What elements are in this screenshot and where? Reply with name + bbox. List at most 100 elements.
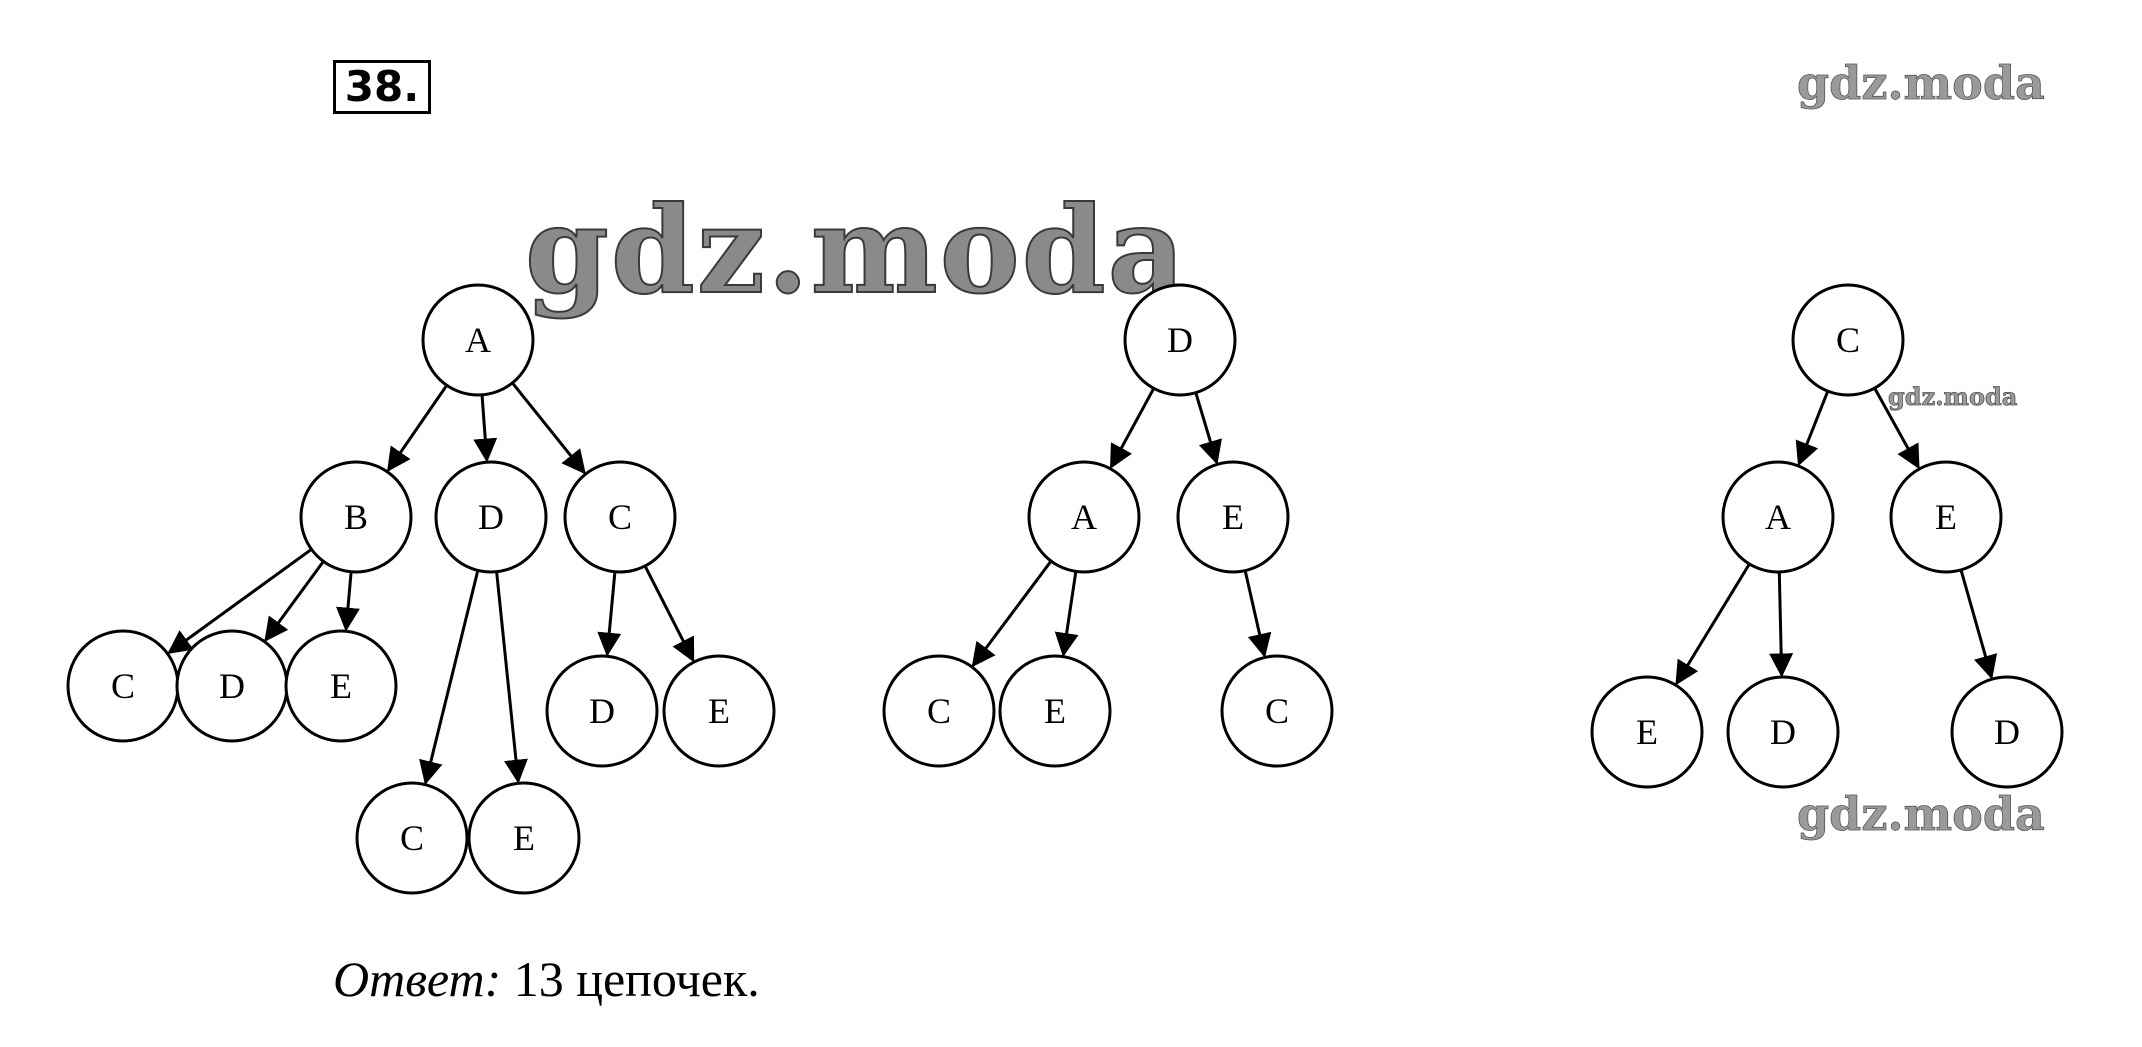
tree-node: D — [545, 654, 659, 768]
tree-node: D — [1726, 675, 1840, 789]
node-label: E — [1935, 497, 1957, 537]
tree-node: E — [662, 654, 776, 768]
node-label: E — [1222, 497, 1244, 537]
node-label: D — [219, 666, 245, 706]
arrow-edge — [264, 560, 325, 642]
node-circle — [299, 460, 413, 574]
node-circle — [434, 460, 548, 574]
problem-number: 38. — [333, 60, 431, 114]
arrow-edge — [419, 570, 480, 785]
arrow-edge — [1795, 390, 1830, 467]
watermark-logo-top-right: gdz.moda — [1797, 56, 2045, 110]
watermark-logo-small: gdz.moda — [1888, 382, 2017, 411]
node-label: D — [478, 497, 504, 537]
node-circle — [1123, 283, 1237, 397]
node-label: A — [1765, 497, 1791, 537]
arrow-edge — [1769, 571, 1794, 678]
node-circle — [467, 781, 581, 895]
tree-node: C — [563, 460, 677, 574]
node-circle — [662, 654, 776, 768]
node-circle — [882, 654, 996, 768]
tree-node: D — [175, 629, 289, 743]
node-label: C — [1836, 320, 1860, 360]
node-circle — [563, 460, 677, 574]
node-label: E — [1636, 712, 1658, 752]
tree-node: A — [1027, 460, 1141, 574]
node-circle — [1889, 460, 2003, 574]
tree-node: E — [998, 654, 1112, 768]
tree-node: D — [434, 460, 548, 574]
arrow-edge — [1109, 387, 1156, 470]
node-label: D — [589, 691, 615, 731]
tree-node: C — [355, 781, 469, 895]
node-label: E — [513, 818, 535, 858]
node-label: C — [608, 497, 632, 537]
node-circle — [1220, 654, 1334, 768]
answer-line: Ответ: 13 цепочек. — [333, 950, 760, 1008]
arrow-edge — [597, 571, 622, 657]
tree-node: D — [1950, 675, 2064, 789]
node-label: C — [111, 666, 135, 706]
arrow-edge — [511, 381, 586, 475]
node-label: C — [400, 818, 424, 858]
arrow-edge — [386, 384, 449, 473]
answer-label: Ответ: — [333, 951, 502, 1007]
node-label: D — [1770, 712, 1796, 752]
answer-text: 13 цепочек. — [513, 951, 760, 1007]
tree-node: A — [1721, 460, 1835, 574]
arrow-edge — [1243, 570, 1272, 658]
watermark-logo-large: gdz.moda — [525, 180, 1187, 321]
watermark-logo-bottom-right: gdz.moda — [1797, 787, 2045, 841]
node-label: E — [708, 691, 730, 731]
arrow-edge — [1054, 571, 1079, 657]
tree-node: E — [1889, 460, 2003, 574]
arrow-edge — [167, 548, 313, 654]
tree-node: E — [467, 781, 581, 895]
node-circle — [1950, 675, 2064, 789]
tree-d: D A E C E C — [882, 283, 1334, 768]
node-circle — [1721, 460, 1835, 574]
tree-node: C — [882, 654, 996, 768]
tree-node: E — [284, 629, 398, 743]
node-circle — [1027, 460, 1141, 574]
node-circle — [1791, 283, 1905, 397]
node-circle — [1176, 460, 1290, 574]
tree-node: E — [1590, 675, 1704, 789]
arrow-edge — [643, 565, 695, 663]
node-label: A — [1071, 497, 1097, 537]
tree-node: C — [1791, 283, 1905, 397]
nodes-layer: A B D C C D E C E D E D A E C E C C A E E D D — [66, 283, 2064, 895]
node-label: E — [1044, 691, 1066, 731]
arrow-edge — [971, 560, 1053, 668]
node-label: D — [1994, 712, 2020, 752]
arrow-edge — [1675, 563, 1751, 686]
tree-node: C — [1220, 654, 1334, 768]
arrow-edge — [495, 571, 528, 784]
tree-node: B — [299, 460, 413, 574]
tree-node: C — [66, 629, 180, 743]
arrow-edge — [1873, 387, 1920, 470]
node-label: D — [1167, 320, 1193, 360]
tree-a: A B D C C D E C E D E — [66, 283, 776, 895]
tree-node: E — [1176, 460, 1290, 574]
arrow-edge — [335, 571, 360, 632]
arrow-edge — [1959, 569, 1998, 680]
node-label: A — [465, 320, 491, 360]
edges-layer — [167, 381, 1998, 785]
tree-c: C A E E D D — [1590, 283, 2064, 789]
arrow-edge — [473, 394, 498, 463]
node-circle — [284, 629, 398, 743]
node-circle — [1590, 675, 1704, 789]
node-circle — [1726, 675, 1840, 789]
arrow-edge — [1194, 392, 1222, 465]
node-label: B — [344, 497, 368, 537]
node-circle — [355, 781, 469, 895]
node-circle — [998, 654, 1112, 768]
node-label: E — [330, 666, 352, 706]
tree-node: D — [1123, 283, 1237, 397]
node-circle — [421, 283, 535, 397]
tree-node: A — [421, 283, 535, 397]
node-label: C — [1265, 691, 1289, 731]
